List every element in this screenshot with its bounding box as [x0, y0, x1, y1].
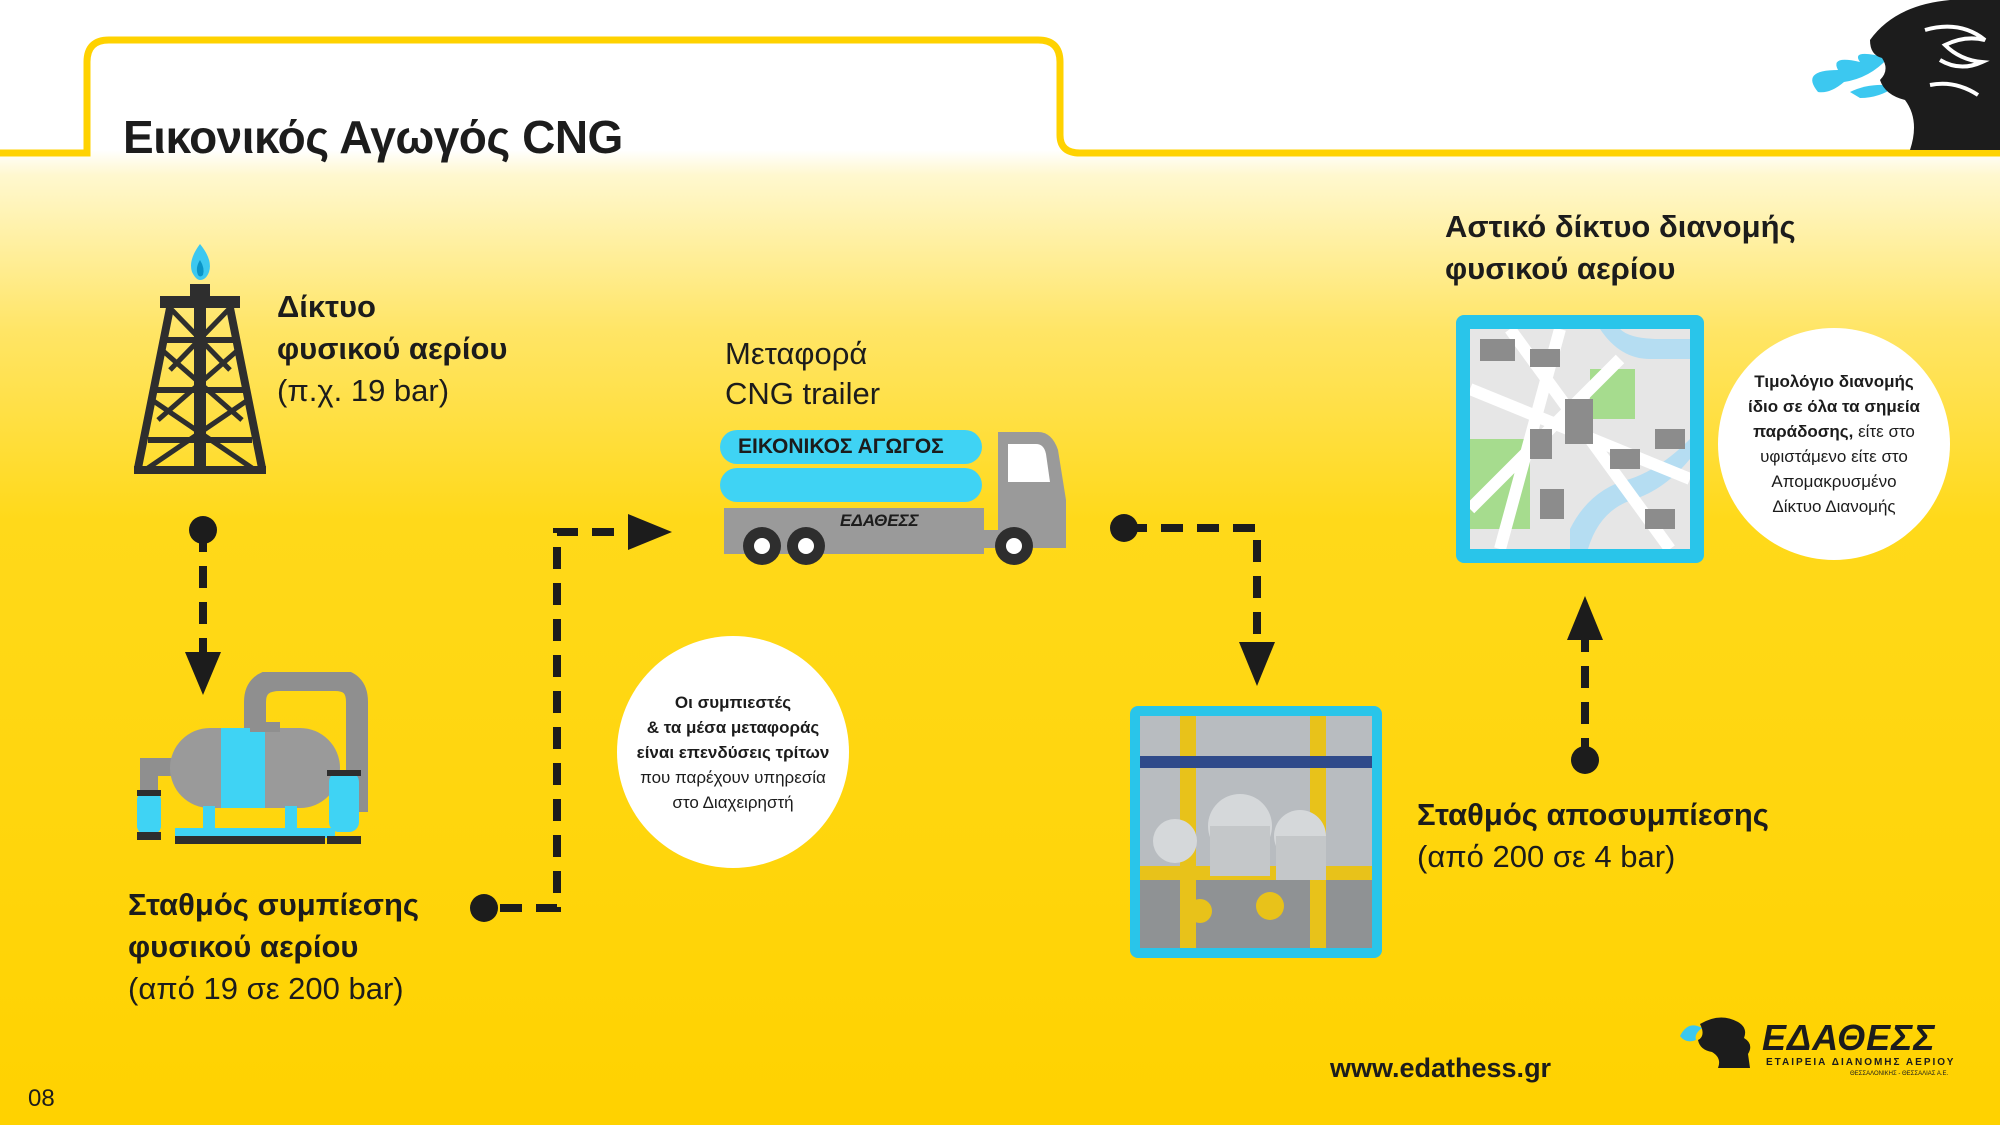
truck-label: ΕΙΚΟΝΙΚΟΣ ΑΓΩΓΟΣ [738, 435, 944, 458]
lion-logo-icon [1812, 0, 2000, 150]
page-title: Εικονικός Αγωγός CNG [123, 111, 623, 163]
transport-label: Μεταφορά CNG trailer [725, 334, 880, 414]
header-frame [0, 36, 2000, 157]
urban-label: Αστικό δίκτυο διανομής φυσικού αερίου [1445, 206, 1796, 290]
truck-tank-bottom [720, 468, 982, 502]
investments-b1: Οι συμπιεστές [674, 692, 792, 712]
tariff-b1: Τιμολόγιο διανομής [1754, 372, 1914, 391]
tariff-b2: ίδιο σε όλα τα σημεία [1747, 397, 1921, 416]
investments-b2: & τα μέσα μεταφοράς [646, 717, 820, 737]
arrowhead-down-2 [1239, 642, 1275, 686]
arrowhead-down-1 [185, 652, 221, 695]
network-line1: Δίκτυο [277, 289, 376, 324]
arrowhead-up [1567, 596, 1603, 640]
investments-r1: που παρέχουν υπηρεσία [640, 767, 826, 787]
decompression-line1: Σταθμός αποσυμπίεσης [1417, 797, 1769, 832]
tariff-r1: υφιστάμενο είτε στο [1760, 447, 1908, 466]
urban-line1: Αστικό δίκτυο διανομής [1445, 209, 1796, 244]
map-frame [1456, 315, 1704, 563]
decompression-label: Σταθμός αποσυμπίεσης (από 200 σε 4 bar) [1417, 794, 1769, 878]
compression-label: Σταθμός συμπίεσης φυσικού αερίου (από 19… [128, 884, 419, 1010]
compression-line2: φυσικού αερίου [128, 929, 359, 964]
gas-tower-icon [134, 244, 266, 474]
tariff-r0: είτε στο [1858, 422, 1915, 441]
decompression-photo-frame [1130, 706, 1382, 958]
investments-r2: στο Διαχειρηστή [672, 792, 794, 812]
tariff-r3: Δίκτυο Διανομής [1772, 497, 1896, 516]
truck-tank-top: ΕΙΚΟΝΙΚΟΣ ΑΓΩΓΟΣ [720, 430, 982, 464]
truck-icon [724, 432, 1066, 565]
investments-note: Οι συμπιεστές & τα μέσα μεταφοράς είναι … [617, 636, 849, 868]
arrow-truck-to-decompression [1125, 524, 1261, 648]
decompression-line2: (από 200 σε 4 bar) [1417, 839, 1676, 874]
transport-line2: CNG trailer [725, 376, 881, 411]
investments-b3: είναι επενδύσεις τρίτων [636, 742, 830, 762]
tariff-note: Τιμολόγιο διανομής ίδιο σε όλα τα σημεία… [1718, 328, 1950, 560]
page-number: 08 [28, 1085, 55, 1112]
brand-tagline: ΕΤΑΙΡΕΙΑ ΔΙΑΝΟΜΗΣ ΑΕΡΙΟΥ [1766, 1057, 1956, 1068]
network-label: Δίκτυο φυσικού αερίου (π.χ. 19 bar) [277, 286, 507, 412]
tariff-r2: Απομακρυσμένο [1771, 472, 1897, 491]
arrow-compression-to-truck [500, 528, 630, 912]
map-icon [1470, 329, 1690, 549]
compression-line3: (από 19 σε 200 bar) [128, 971, 404, 1006]
website-url: www.edathess.gr [1330, 1053, 1552, 1083]
decompression-photo [1140, 716, 1372, 948]
brand-sub: ΘΕΣΣΑΛΟΝΙΚΗΣ - ΘΕΣΣΑΛΙΑΣ Α.Ε. [1850, 1071, 1949, 1077]
tariff-b3: παράδοσης, [1753, 422, 1854, 441]
urban-line2: φυσικού αερίου [1445, 251, 1676, 286]
arrowhead-right [628, 514, 672, 550]
compressor-icon [137, 672, 368, 844]
brand-logo: ΕΔΑΘΕΣΣ [1762, 1017, 1936, 1058]
compression-line1: Σταθμός συμπίεσης [128, 887, 420, 922]
truck-logo: ΕΔΑΘΕΣΣ [840, 511, 919, 530]
network-line3: (π.χ. 19 bar) [277, 373, 450, 408]
footer-lion-icon [1680, 1017, 1751, 1068]
transport-line1: Μεταφορά [725, 336, 868, 371]
network-line2: φυσικού αερίου [277, 331, 508, 366]
